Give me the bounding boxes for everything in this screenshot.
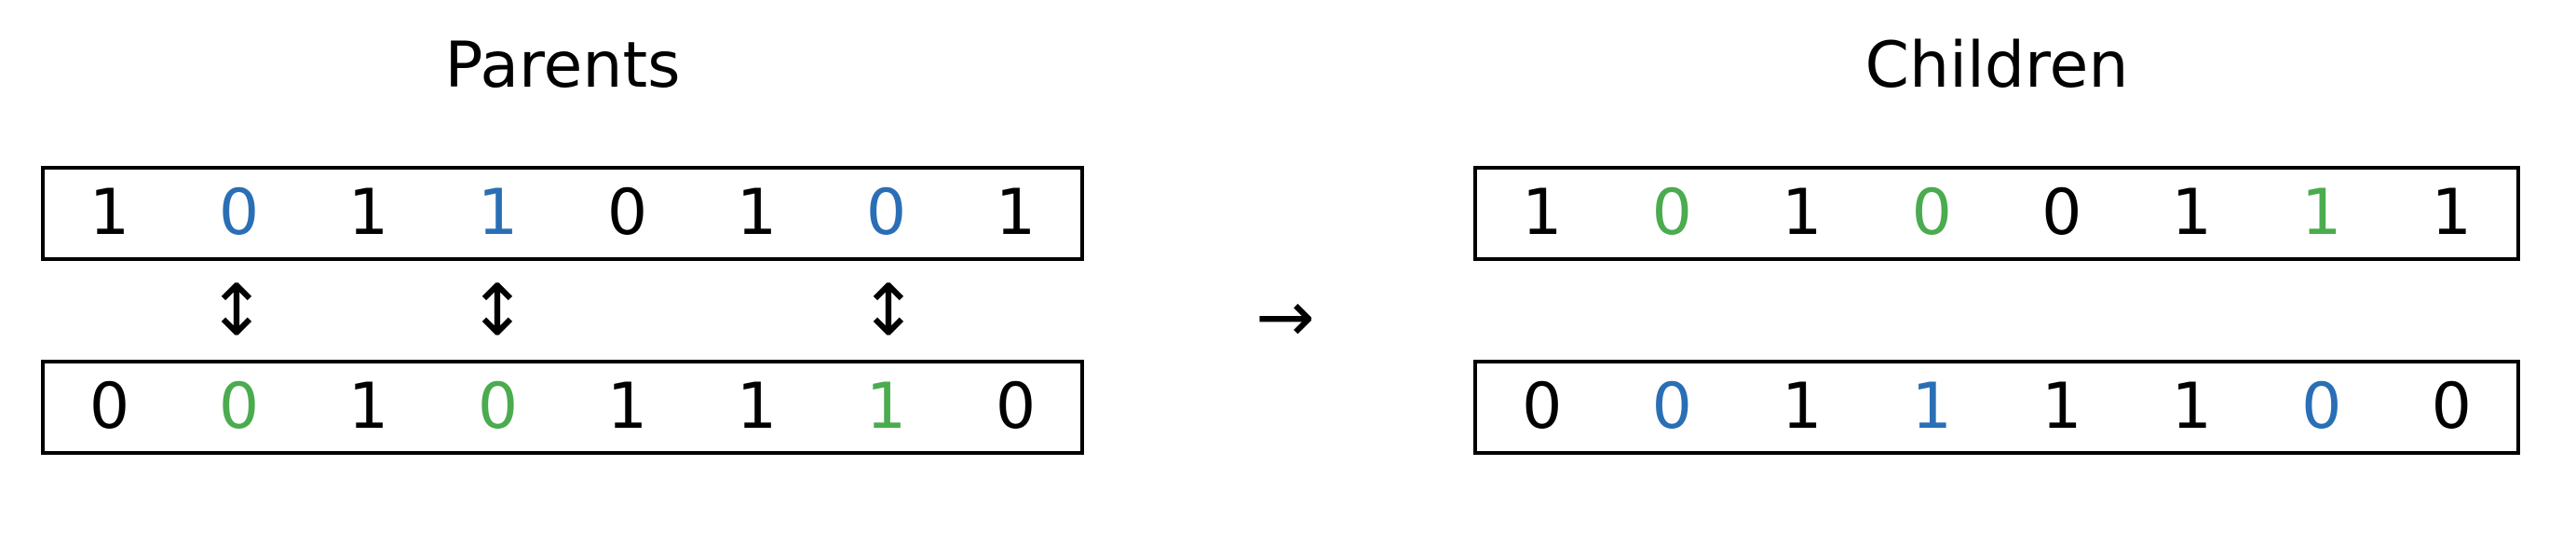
bit-cell: 0 [1911,176,1952,250]
child-a-chromosome: 1 0 1 0 0 1 1 1 [1473,166,2520,261]
bit-cell: 0 [865,176,907,250]
parent-a-chromosome: 1 0 1 1 0 1 0 1 [41,166,1084,261]
swap-arrow-icon: ↕ [468,268,527,351]
bit-cell: 1 [736,176,778,250]
children-title: Children [1864,29,2129,103]
parent-b-chromosome: 0 0 1 0 1 1 1 0 [41,360,1084,455]
bit-cell: 1 [2041,370,2082,444]
bit-cell: 0 [1522,370,1563,444]
bit-cell: 1 [2171,370,2212,444]
bit-cell: 1 [736,370,778,444]
bit-cell: 0 [2041,176,2082,250]
bit-cell: 1 [1911,370,1952,444]
bit-cell: 0 [477,370,519,444]
bit-cell: 1 [347,370,389,444]
bit-cell: 1 [2431,176,2472,250]
bit-cell: 0 [1651,370,1692,444]
bit-cell: 1 [88,176,130,250]
bit-cell: 1 [2301,176,2342,250]
bit-cell: 0 [88,370,130,444]
parents-title: Parents [444,29,681,103]
bit-cell: 0 [2301,370,2342,444]
bit-cell: 1 [1522,176,1563,250]
bit-cell: 0 [1651,176,1692,250]
bit-cell: 1 [477,176,519,250]
bit-cell: 1 [1782,370,1823,444]
bit-cell: 1 [865,370,907,444]
swap-arrow-icon: ↕ [207,268,266,351]
bit-cell: 1 [347,176,389,250]
child-b-chromosome: 0 0 1 1 1 1 0 0 [1473,360,2520,455]
swap-arrow-icon: ↕ [859,268,918,351]
bit-cell: 0 [218,370,260,444]
bit-cell: 0 [995,370,1037,444]
bit-cell: 0 [606,176,648,250]
transition-arrow-icon: → [1255,275,1315,358]
bit-cell: 1 [2171,176,2212,250]
bit-cell: 0 [2431,370,2472,444]
bit-cell: 1 [1782,176,1823,250]
bit-cell: 0 [218,176,260,250]
bit-cell: 1 [995,176,1037,250]
bit-cell: 1 [606,370,648,444]
